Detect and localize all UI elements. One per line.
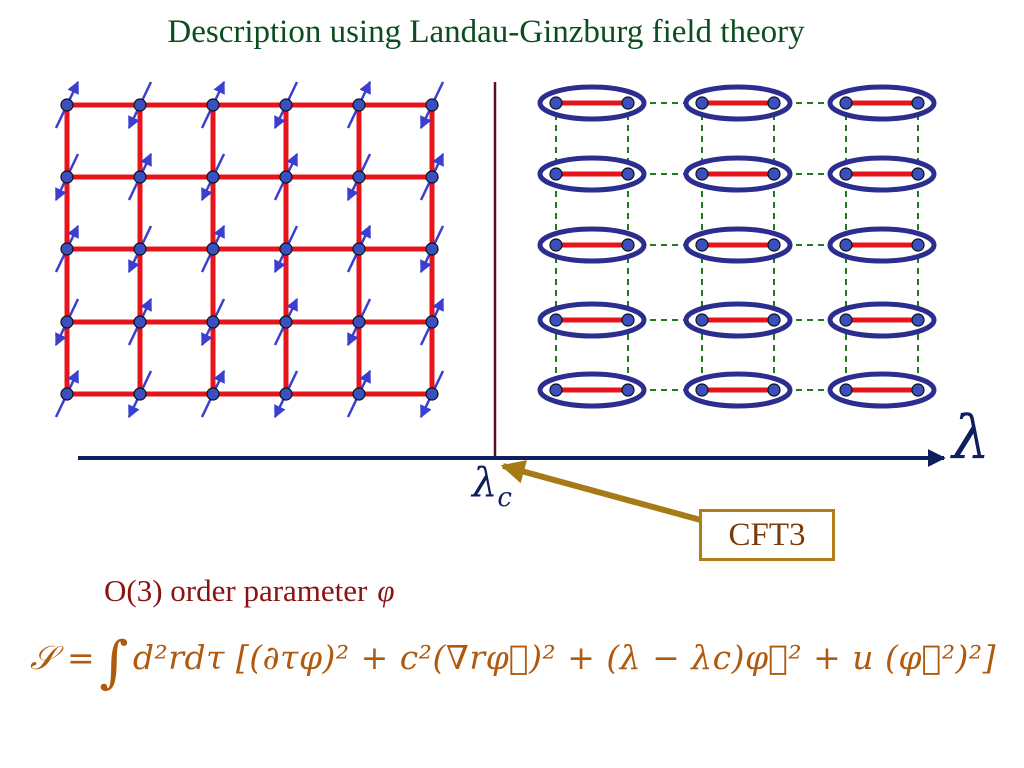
lattice-site-icon [279,387,293,401]
lattice-site-icon [60,387,74,401]
action-rhs: d²rdτ [(∂τφ)² + c²(∇rφ⃗)² + (λ − λc)φ⃗² … [132,638,997,677]
dimer-singlet-icon [683,155,793,193]
landau-ginzburg-action: 𝒮 =∫d²rdτ [(∂τφ)² + c²(∇rφ⃗)² + (λ − λc)… [30,618,1000,718]
lambda-axis-label: λ [952,403,991,473]
slide-title: Description using Landau-Ginzburg field … [167,14,805,50]
dimer-singlet-icon [537,226,647,264]
lattice-site-icon [206,315,220,329]
lattice-site-icon [133,315,147,329]
integral-sign: ∫ [99,630,129,695]
callout-arrow [500,460,709,525]
dimer-singlet-icon [683,301,793,339]
dimer-singlet-icon [827,155,937,193]
lattice-site-icon [206,387,220,401]
lattice-site-icon [133,242,147,256]
lattice-site-icon [133,170,147,184]
lattice-site-icon [279,98,293,112]
lattice-site-icon [206,242,220,256]
lattice-site-icon [352,315,366,329]
neel-antiferromagnet-lattice [54,80,445,419]
lattice-site-icon [425,242,439,256]
lattice-site-icon [60,315,74,329]
dimer-singlet-icon [683,226,793,264]
lattice-site-icon [425,170,439,184]
lattice-site-icon [279,170,293,184]
dimer-singlet-icon [827,371,937,409]
lattice-site-icon [352,170,366,184]
action-formula: 𝒮 =∫d²rdτ [(∂τφ)² + c²(∇rφ⃗)² + (λ − λc)… [30,630,996,695]
lattice-site-icon [60,98,74,112]
lattice-site-icon [133,98,147,112]
lattice-site-icon [425,315,439,329]
lattice-site-icon [133,387,147,401]
dimer-singlet-icon [683,371,793,409]
dimer-singlet-icon [827,84,937,122]
dimer-singlet-icon [537,84,647,122]
cft3-callout-box: CFT3 [699,509,835,561]
dimer-singlet-icon [537,371,647,409]
lattice-site-icon [352,242,366,256]
lattice-site-icon [279,242,293,256]
lattice-site-icon [206,170,220,184]
lattice-site-icon [352,98,366,112]
critical-point-label: λc [472,460,512,513]
action-lhs: 𝒮 = [30,638,96,677]
lattice-site-icon [279,315,293,329]
dimer-singlet-icon [827,301,937,339]
order-parameter-symbol: φ⃗ [377,573,419,608]
lattice-site-icon [352,387,366,401]
dimer-singlet-icon [683,84,793,122]
lattice-site-icon [425,387,439,401]
lattice-site-icon [60,170,74,184]
dimer-singlet-icon [537,301,647,339]
lattice-site-icon [206,98,220,112]
lattice-site-icon [425,98,439,112]
dimer-singlet-icon [537,155,647,193]
valence-bond-solid-lattice [537,84,937,409]
dimer-singlet-icon [827,226,937,264]
lattice-site-icon [60,242,74,256]
